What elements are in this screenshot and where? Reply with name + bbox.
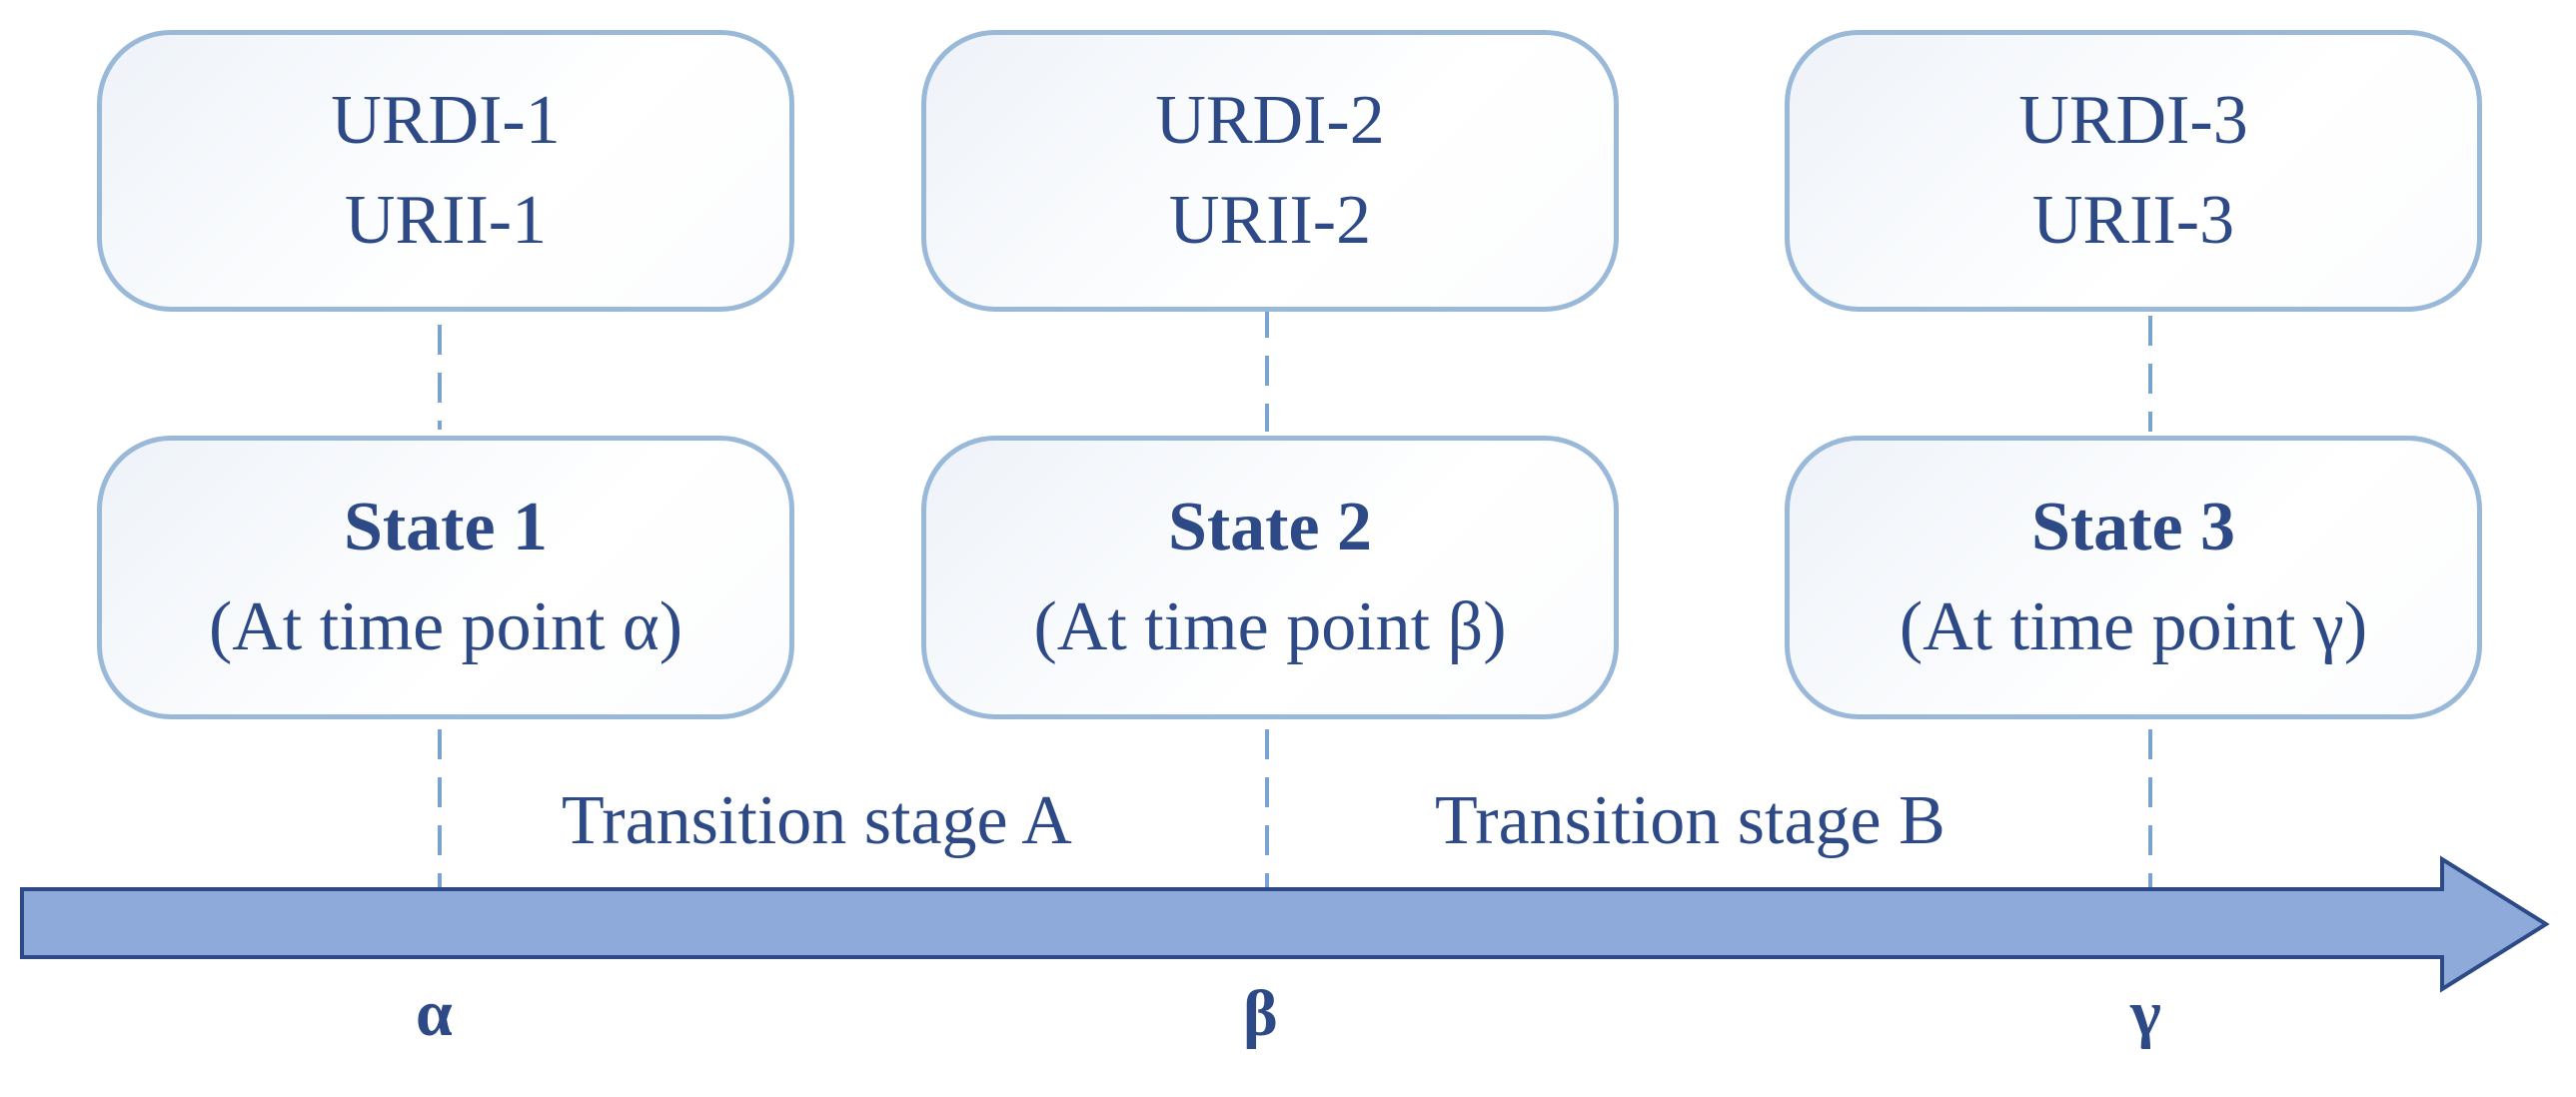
- transition-stage-b-label: Transition stage B: [1435, 782, 1945, 859]
- timeline-arrow: [20, 855, 2550, 993]
- state-box-2: State 2 (At time point β): [921, 436, 1619, 719]
- time-point-beta: β: [1243, 977, 1278, 1050]
- state-3-subtitle: (At time point γ): [1899, 588, 2368, 665]
- indicator-box-2: URDI-2 URII-2: [921, 30, 1619, 312]
- state-3-title: State 3: [2030, 489, 2236, 565]
- state-1-title: State 1: [343, 489, 549, 565]
- indicator-1-urdi: URDI-1: [331, 82, 561, 159]
- time-point-alpha: α: [416, 977, 453, 1050]
- state-2-title: State 2: [1167, 489, 1373, 565]
- indicator-1-urii: URII-1: [344, 182, 548, 259]
- indicator-3-urdi: URDI-3: [2018, 82, 2248, 159]
- indicator-box-1: URDI-1 URII-1: [97, 30, 794, 312]
- time-point-gamma: γ: [2130, 977, 2161, 1050]
- indicator-2-urii: URII-2: [1168, 182, 1372, 259]
- state-2-subtitle: (At time point β): [1033, 588, 1507, 665]
- indicator-box-3: URDI-3 URII-3: [1785, 30, 2482, 312]
- indicator-2-urdi: URDI-2: [1155, 82, 1385, 159]
- state-1-subtitle: (At time point α): [208, 588, 683, 665]
- transition-stage-a-label: Transition stage A: [562, 782, 1072, 859]
- state-box-3: State 3 (At time point γ): [1785, 436, 2482, 719]
- state-box-1: State 1 (At time point α): [97, 436, 794, 719]
- indicator-3-urii: URII-3: [2031, 182, 2235, 259]
